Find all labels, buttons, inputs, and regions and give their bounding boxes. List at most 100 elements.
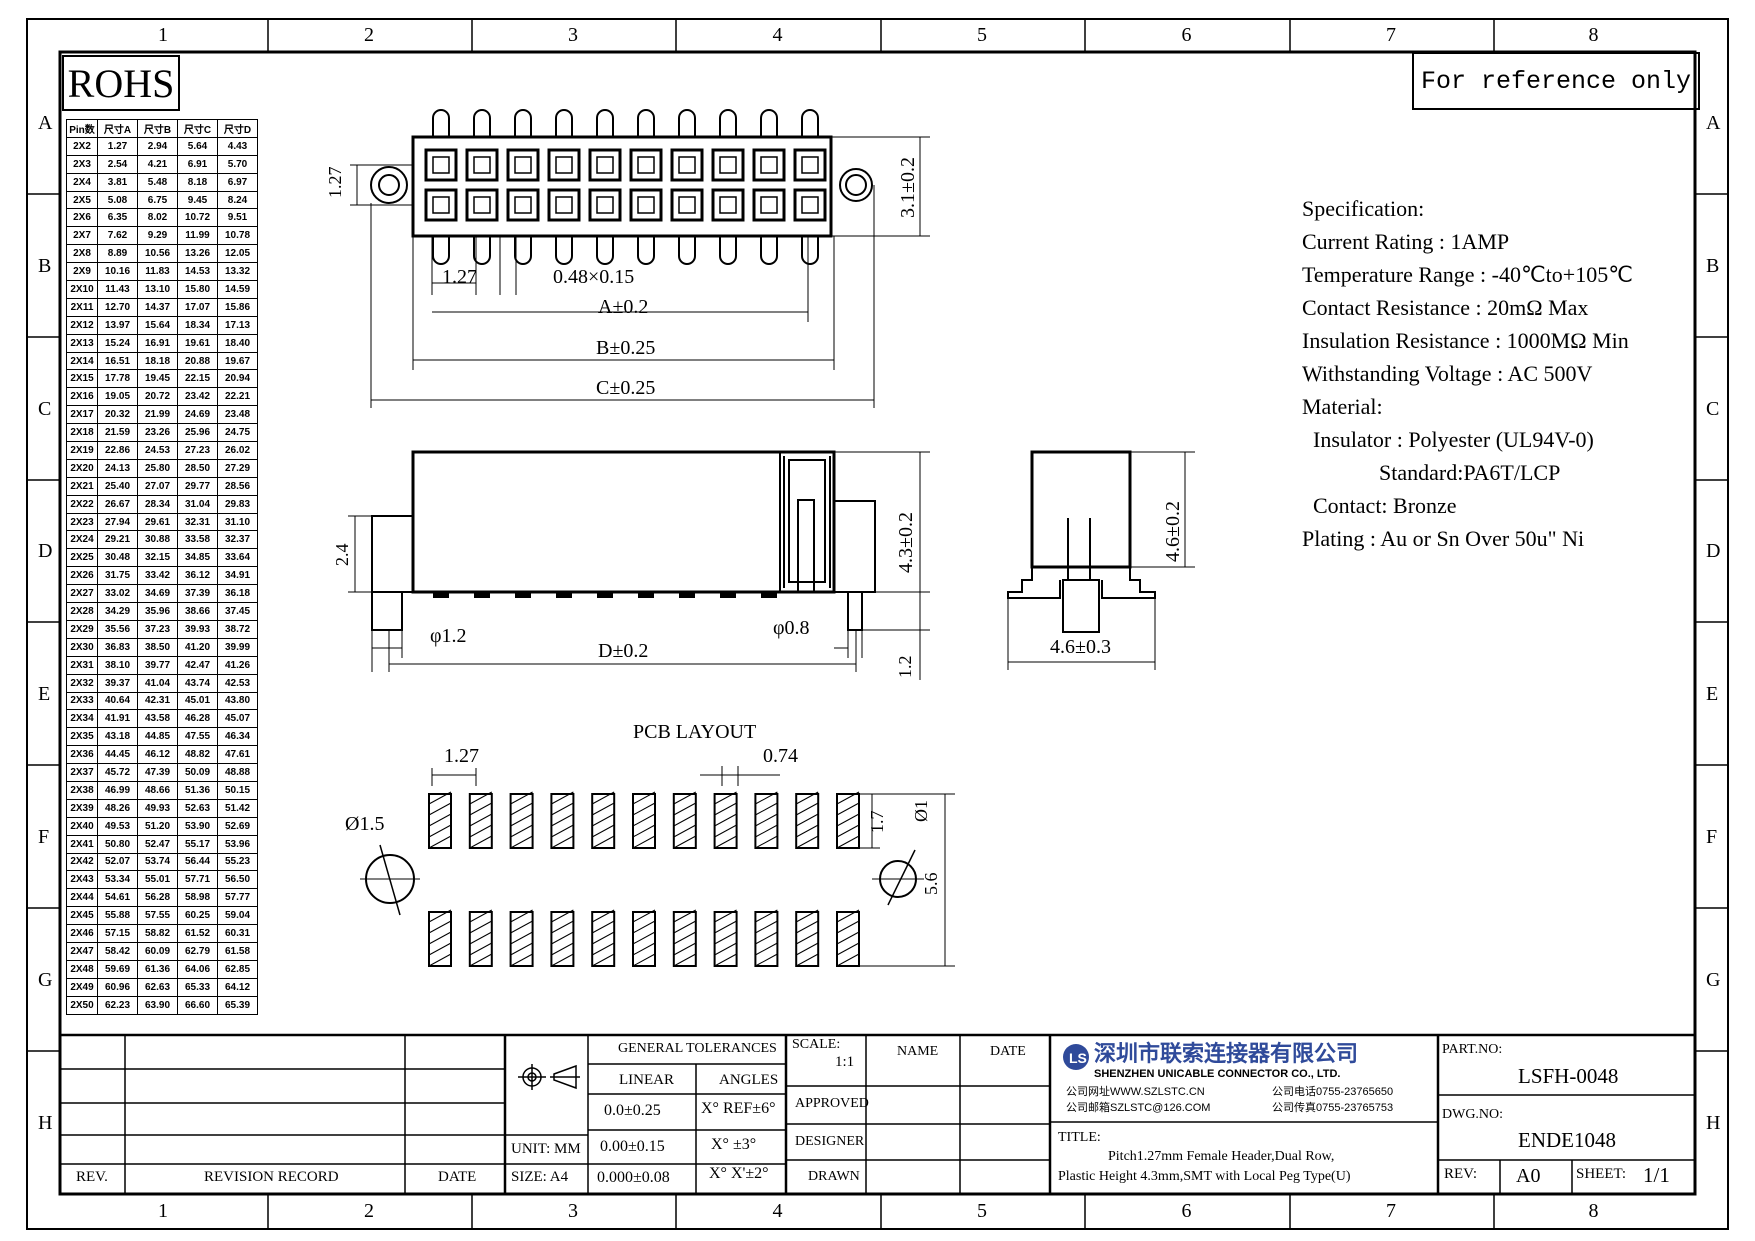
zone-label-4: 4 bbox=[772, 24, 783, 46]
tb-scale-value: 1:1 bbox=[835, 1054, 855, 1070]
outer-frame bbox=[26, 18, 1729, 1230]
table-cell: 56.50 bbox=[217, 870, 258, 890]
zone-label-3: 3 bbox=[568, 24, 578, 46]
table-cell: 28.50 bbox=[177, 458, 218, 478]
table-cell: 2X9 bbox=[66, 262, 98, 282]
table-cell: 13.97 bbox=[97, 315, 138, 335]
table-cell: 32.37 bbox=[217, 530, 258, 550]
table-cell: 48.88 bbox=[217, 763, 258, 782]
table-cell: 2X24 bbox=[66, 530, 98, 550]
table-cell: 53.96 bbox=[217, 834, 258, 854]
table-cell: 10.56 bbox=[137, 244, 178, 264]
table-cell: 55.01 bbox=[137, 870, 178, 890]
zone-label-8: 8 bbox=[1588, 1200, 1599, 1222]
table-cell: 52.69 bbox=[217, 816, 258, 836]
table-cell: 5.08 bbox=[97, 190, 138, 210]
table-cell: 2X26 bbox=[66, 566, 98, 586]
company-name-cn: 深圳市联索连接器有限公司 bbox=[1094, 1041, 1359, 1066]
table-cell: 34.91 bbox=[217, 566, 258, 586]
table-cell: 51.42 bbox=[217, 798, 258, 818]
tb-designer: DESIGNER bbox=[795, 1134, 865, 1149]
table-cell: 57.71 bbox=[177, 870, 218, 890]
table-cell: 44.85 bbox=[137, 727, 178, 747]
table-cell: 60.31 bbox=[217, 924, 258, 943]
table-cell: 2X29 bbox=[66, 619, 98, 639]
table-cell: 45.72 bbox=[97, 763, 138, 782]
dim-row-pitch: 1.27 bbox=[325, 166, 345, 199]
table-cell: 23.48 bbox=[217, 405, 258, 425]
spec-line: Temperature Range : -40℃to+105℃ bbox=[1302, 262, 1633, 287]
tb-angles: ANGLES bbox=[719, 1072, 779, 1088]
tb-title-line1: Pitch1.27mm Female Header,Dual Row, bbox=[1108, 1149, 1335, 1164]
table-cell: 57.55 bbox=[137, 906, 178, 926]
table-cell: 6.75 bbox=[137, 190, 178, 210]
pcb-pad-length: 1.7 bbox=[867, 810, 887, 834]
table-cell: 2X8 bbox=[66, 244, 98, 264]
table-cell: 11.43 bbox=[97, 280, 138, 299]
table-cell: 47.55 bbox=[177, 727, 218, 747]
table-cell: 46.12 bbox=[137, 745, 178, 765]
tb-general-tolerances: GENERAL TOLERANCES bbox=[618, 1041, 777, 1056]
table-cell: 26.67 bbox=[97, 494, 138, 514]
pcb-span: 5.6 bbox=[921, 872, 941, 896]
table-cell: 21.59 bbox=[97, 423, 138, 443]
zone-label-c: C bbox=[1706, 397, 1720, 420]
table-cell: 47.61 bbox=[217, 745, 258, 765]
table-cell: 43.80 bbox=[217, 691, 258, 711]
table-cell: 2X40 bbox=[66, 816, 98, 836]
table-cell: 49.53 bbox=[97, 816, 138, 836]
table-cell: 2X36 bbox=[66, 745, 98, 765]
tb-title-label: TITLE: bbox=[1058, 1130, 1101, 1145]
table-cell: 62.23 bbox=[97, 995, 138, 1015]
company-name-en: SHENZHEN UNICABLE CONNECTOR CO., LTD. bbox=[1094, 1068, 1341, 1080]
table-cell: 53.34 bbox=[97, 870, 138, 890]
table-cell: 36.18 bbox=[217, 584, 258, 604]
table-cell: 25.96 bbox=[177, 423, 218, 443]
table-cell: 2X48 bbox=[66, 959, 98, 979]
table-cell: 40.64 bbox=[97, 691, 138, 711]
table-cell: 61.36 bbox=[137, 959, 178, 979]
table-cell: 25.40 bbox=[97, 476, 138, 496]
table-cell: 20.88 bbox=[177, 351, 218, 371]
table-cell: 33.02 bbox=[97, 584, 138, 604]
pcb-pitch: 1.27 bbox=[444, 745, 479, 767]
spec-line: Standard:PA6T/LCP bbox=[1302, 460, 1561, 485]
table-cell: 3.81 bbox=[97, 172, 138, 192]
table-cell: 36.83 bbox=[97, 637, 138, 657]
tb-date-header: DATE bbox=[438, 1169, 477, 1185]
table-cell: 58.42 bbox=[97, 941, 138, 961]
table-cell: 15.86 bbox=[217, 297, 258, 317]
table-cell: 23.42 bbox=[177, 387, 218, 407]
table-cell: 1.27 bbox=[97, 136, 138, 156]
table-cell: 2X37 bbox=[66, 763, 98, 782]
table-cell: 23.26 bbox=[137, 423, 178, 443]
table-cell: 22.21 bbox=[217, 387, 258, 407]
table-cell: 2X41 bbox=[66, 834, 98, 854]
table-cell: 5.64 bbox=[177, 136, 218, 156]
table-cell: 54.61 bbox=[97, 888, 138, 908]
spec-line: Contact: Bronze bbox=[1302, 493, 1457, 518]
dim-height: 4.3±0.2 bbox=[895, 512, 917, 573]
tb-linear: LINEAR bbox=[619, 1072, 674, 1088]
table-cell: 2X13 bbox=[66, 333, 98, 353]
table-cell: 22.15 bbox=[177, 369, 218, 389]
dim-end-height: 4.6±0.2 bbox=[1162, 501, 1184, 562]
table-cell: 34.29 bbox=[97, 602, 138, 621]
table-cell: 52.07 bbox=[97, 852, 138, 872]
zone-label-b: B bbox=[38, 254, 52, 277]
table-cell: 48.66 bbox=[137, 780, 178, 800]
